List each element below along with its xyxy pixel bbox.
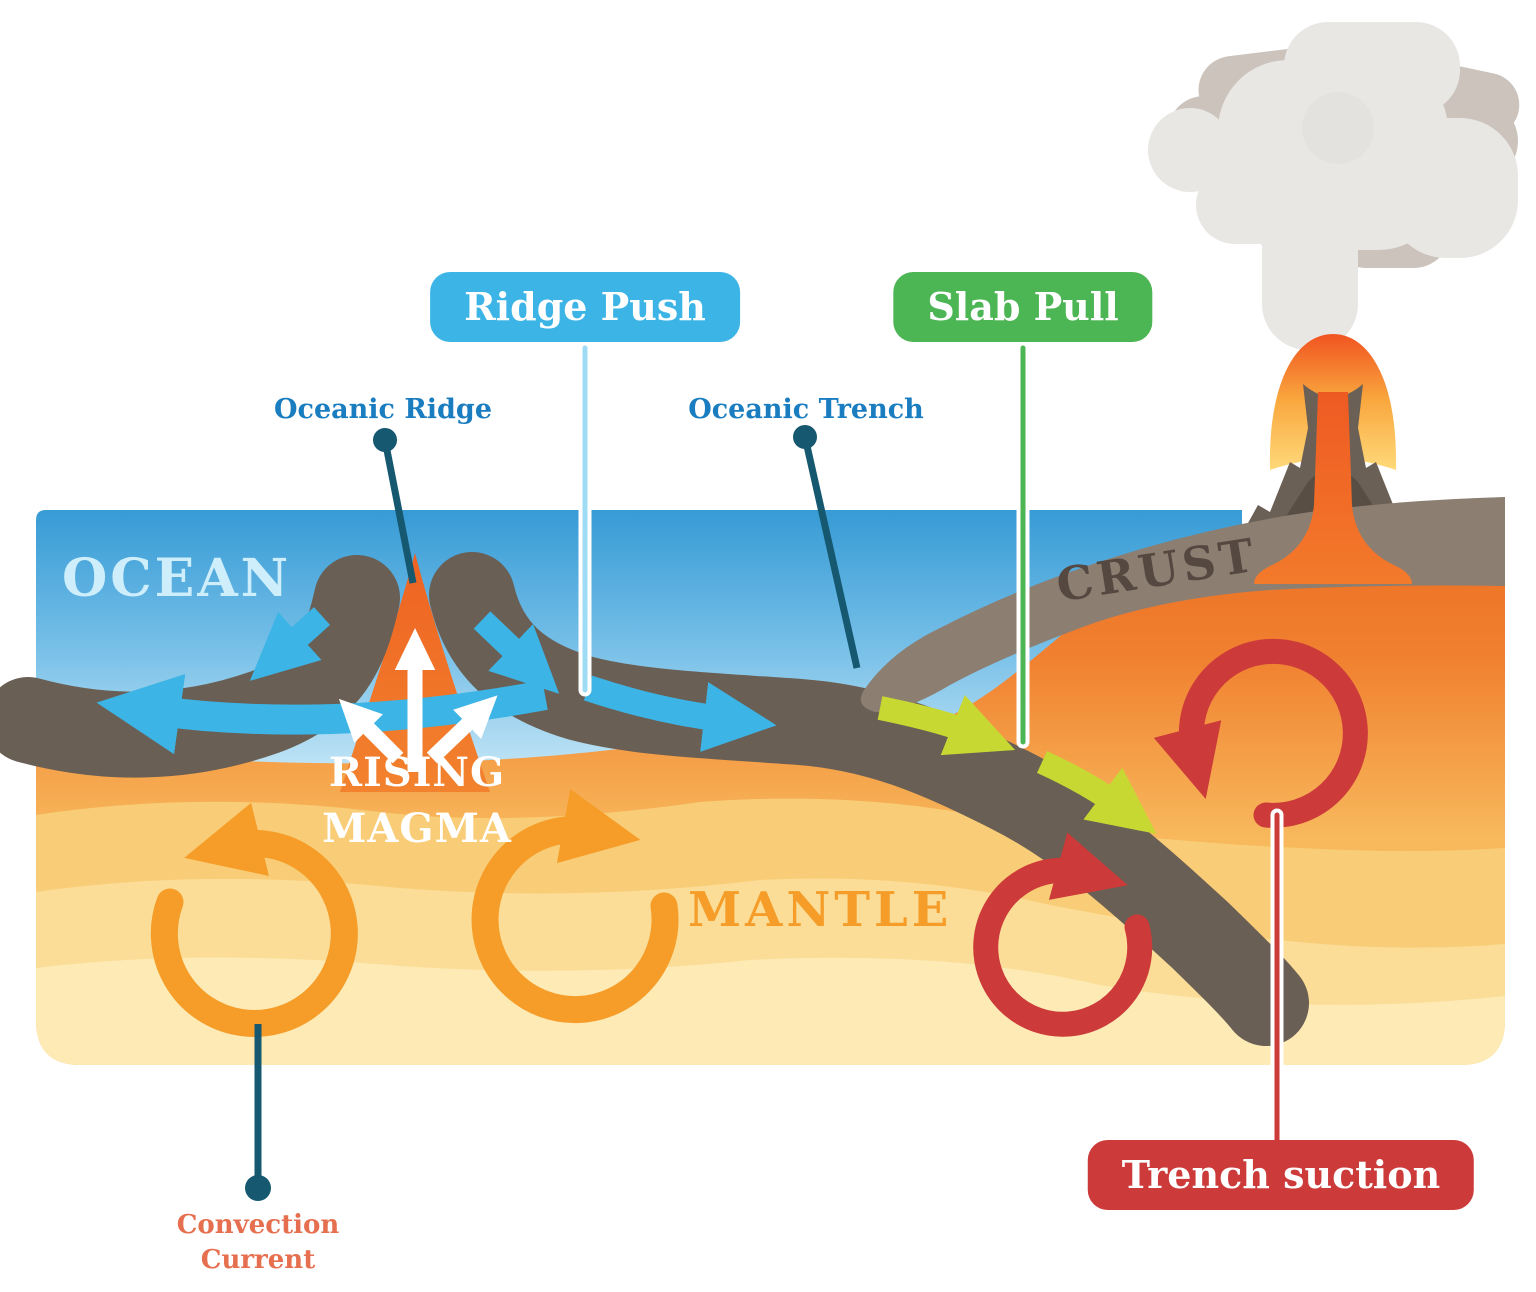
blue-arrow-icon	[473, 611, 560, 694]
white-arrow-icon	[338, 698, 404, 764]
green-arrow-icon	[1036, 751, 1157, 834]
rising-magma-label: RISING MAGMA	[322, 745, 512, 857]
convection-current-leader	[245, 1024, 271, 1201]
convection-current-label: Convection Current	[177, 1208, 340, 1278]
trench-suction-text: Trench suction	[1121, 1152, 1441, 1197]
convection-current-line1: Convection	[176, 1210, 340, 1240]
slab-pull-label: Slab Pull	[893, 272, 1153, 342]
convection-circle-orange-icon	[471, 789, 679, 1024]
rising-magma-arrows	[338, 628, 498, 772]
blue-arrow-icon	[583, 675, 777, 752]
convection-circle-red-icon	[1153, 638, 1368, 828]
oceanic-trench-label: Oceanic Trench	[688, 394, 924, 425]
ocean-label: OCEAN	[62, 548, 292, 609]
rising-magma-line1: RISING	[328, 749, 506, 796]
white-arrow-icon	[426, 695, 498, 764]
oceanic-ridge-label: Oceanic Ridge	[274, 394, 492, 425]
rising-magma-line2: MAGMA	[322, 805, 512, 852]
mantle-label: MANTLE	[688, 882, 953, 938]
oceanic-ridge-leader	[373, 428, 417, 584]
leader-lines	[245, 341, 1284, 1201]
convection-circle-red-icon	[973, 832, 1153, 1037]
ridge-push-text: Ridge Push	[464, 284, 706, 329]
oceanic-plate-right-slab	[429, 552, 1309, 1046]
convection-circle-orange-icon	[150, 802, 358, 1037]
green-arrow-icon	[877, 695, 1016, 756]
ridge-push-label: Ridge Push	[430, 272, 740, 342]
lava-conduit	[1254, 392, 1412, 584]
slab-pull-text: Slab Pull	[927, 284, 1119, 329]
smoke-cloud-icon	[1148, 22, 1520, 350]
convection-current-line2: Current	[200, 1245, 316, 1275]
slab-pull-arrows	[877, 695, 1157, 834]
convection-currents	[150, 638, 1368, 1037]
blue-arrow-icon	[249, 607, 331, 681]
oceanic-trench-leader	[793, 425, 861, 669]
trench-suction-label: Trench suction	[1087, 1140, 1475, 1210]
